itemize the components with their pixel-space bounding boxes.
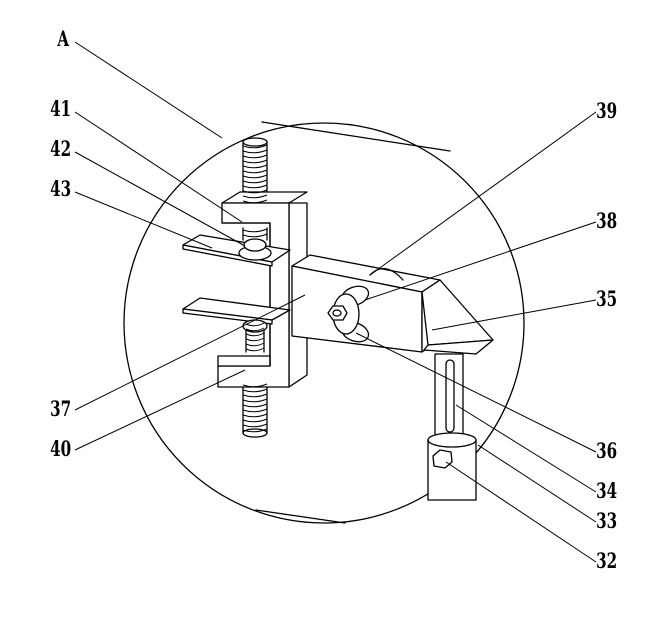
wing-bolt xyxy=(327,285,370,343)
angled-brace xyxy=(421,279,494,355)
detail-circle xyxy=(123,122,525,524)
rod-threads xyxy=(242,144,268,433)
label-42: 42 xyxy=(50,138,71,162)
label-36: 36 xyxy=(596,440,617,464)
reference-labels: A 41 42 43 37 40 39 38 35 36 34 33 32 xyxy=(50,28,617,574)
label-33: 33 xyxy=(596,510,617,534)
frame-lines xyxy=(255,121,451,524)
label-38: 38 xyxy=(596,210,617,234)
set-screw xyxy=(432,449,453,469)
label-41: 41 xyxy=(50,98,71,122)
leader-lines xyxy=(74,41,597,563)
label-37: 37 xyxy=(50,398,71,422)
label-34: 34 xyxy=(596,480,617,504)
label-43: 43 xyxy=(50,178,71,202)
label-39: 39 xyxy=(596,100,617,124)
label-40: 40 xyxy=(50,438,71,462)
label-35: 35 xyxy=(596,288,617,312)
slotted-support xyxy=(434,353,464,437)
label-A: A xyxy=(56,28,69,52)
label-32: 32 xyxy=(596,550,617,574)
